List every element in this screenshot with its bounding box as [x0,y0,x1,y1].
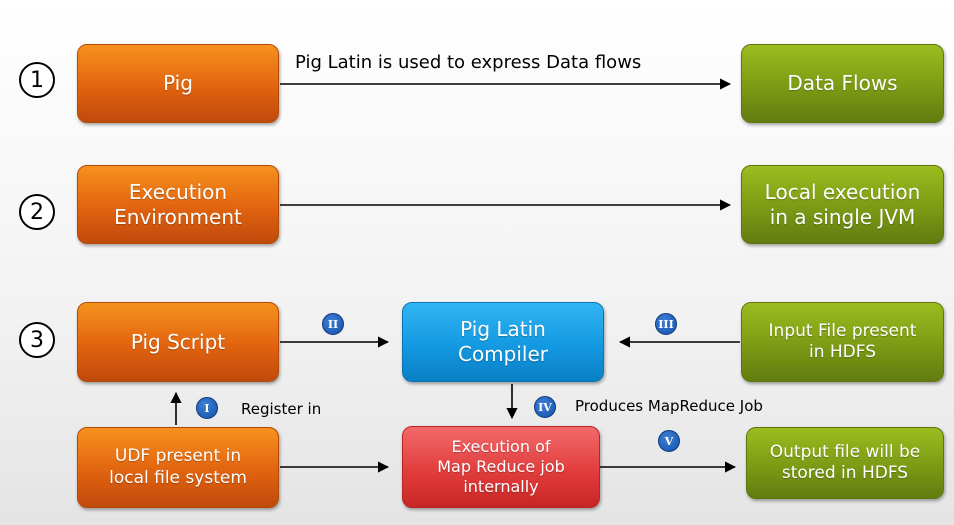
pig-latin-compiler-box: Pig Latin Compiler [402,302,604,382]
pig-latin-arrow-label: Pig Latin is used to express Data flows [295,52,642,73]
local-execution-box: Local execution in a single JVM [741,165,944,244]
udf-box: UDF present in local file system [77,427,279,508]
pig-box: Pig [77,44,279,123]
execution-environment-box: Execution Environment [77,165,279,244]
execution-mapreduce-box: Execution of Map Reduce job internally [402,426,600,508]
step-badge-ii: II [322,313,344,335]
data-flows-box: Data Flows [741,44,944,123]
row-number-3: 3 [19,322,55,358]
register-in-label: Register in [241,400,322,418]
produces-mapreduce-label: Produces MapReduce Job [575,397,763,415]
step-badge-iii: III [655,313,677,335]
input-file-box: Input File present in HDFS [741,302,944,382]
row-number-2: 2 [19,194,55,230]
output-file-box: Output file will be stored in HDFS [746,427,944,499]
row-number-1: 1 [19,62,55,98]
step-badge-v: V [658,430,680,452]
step-badge-iv: IV [534,396,556,418]
pig-script-box: Pig Script [77,302,279,382]
step-badge-i: I [196,397,218,419]
